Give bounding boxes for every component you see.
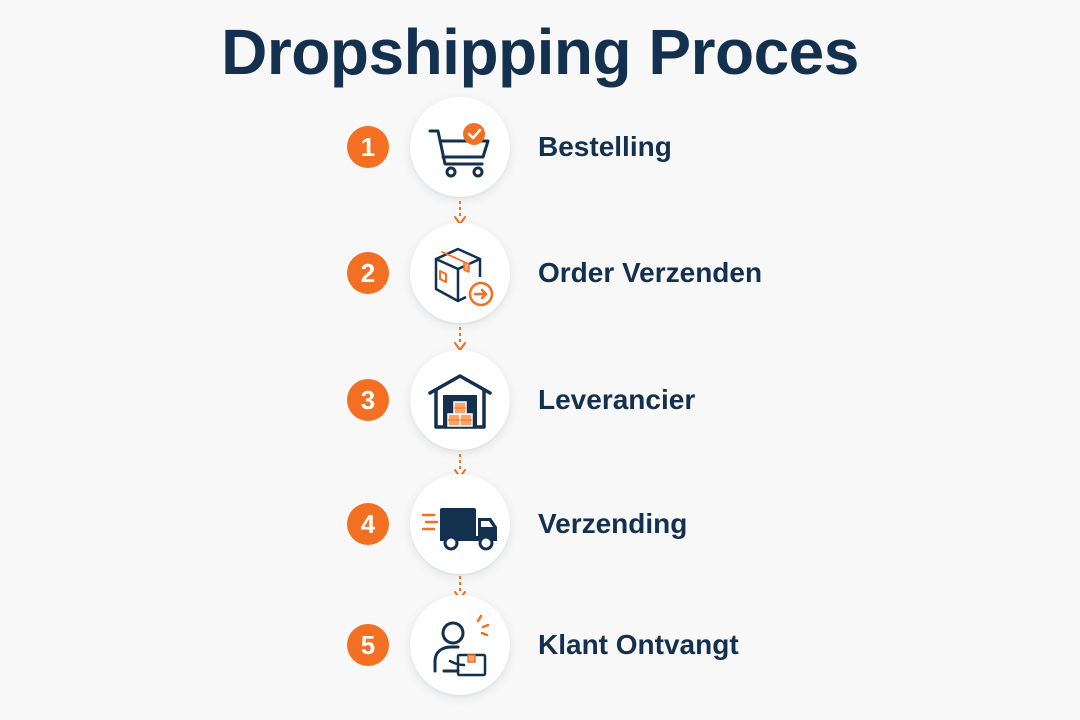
connector-arrow-icon: [454, 327, 466, 351]
process-step-4: 4 Verzending: [0, 474, 1080, 574]
step-icon-circle: [410, 595, 510, 695]
step-label: Verzending: [538, 508, 688, 539]
package-send-icon: [434, 247, 494, 307]
step-label: Leverancier: [538, 384, 696, 415]
delivery-truck-icon: [421, 508, 497, 551]
step-label: Bestelling: [538, 131, 672, 162]
step-icon-circle: [410, 223, 510, 323]
step-label: Klant Ontvangt: [538, 629, 739, 660]
process-step-2: 2 Order Verzenden: [0, 223, 1080, 323]
step-number-badge: 5: [347, 624, 389, 666]
step-number-badge: 3: [347, 379, 389, 421]
warehouse-icon: [428, 374, 492, 429]
process-step-1: 1 Bestelling: [0, 97, 1080, 197]
step-number-badge: 4: [347, 503, 389, 545]
step-icon-circle: [410, 474, 510, 574]
step-label: Order Verzenden: [538, 257, 763, 288]
step-icon-circle: [410, 350, 510, 450]
step-number-badge: 1: [347, 126, 389, 168]
customer-package-icon: [433, 614, 490, 677]
page-title: Dropshipping Proces: [221, 16, 859, 88]
process-step-5: 5 Klant Ontvangt: [0, 595, 1080, 695]
shopping-cart-check-icon: [428, 123, 490, 178]
step-number-badge: 2: [347, 252, 389, 294]
process-step-3: 3 Leverancier: [0, 350, 1080, 450]
step-icon-circle: [410, 97, 510, 197]
